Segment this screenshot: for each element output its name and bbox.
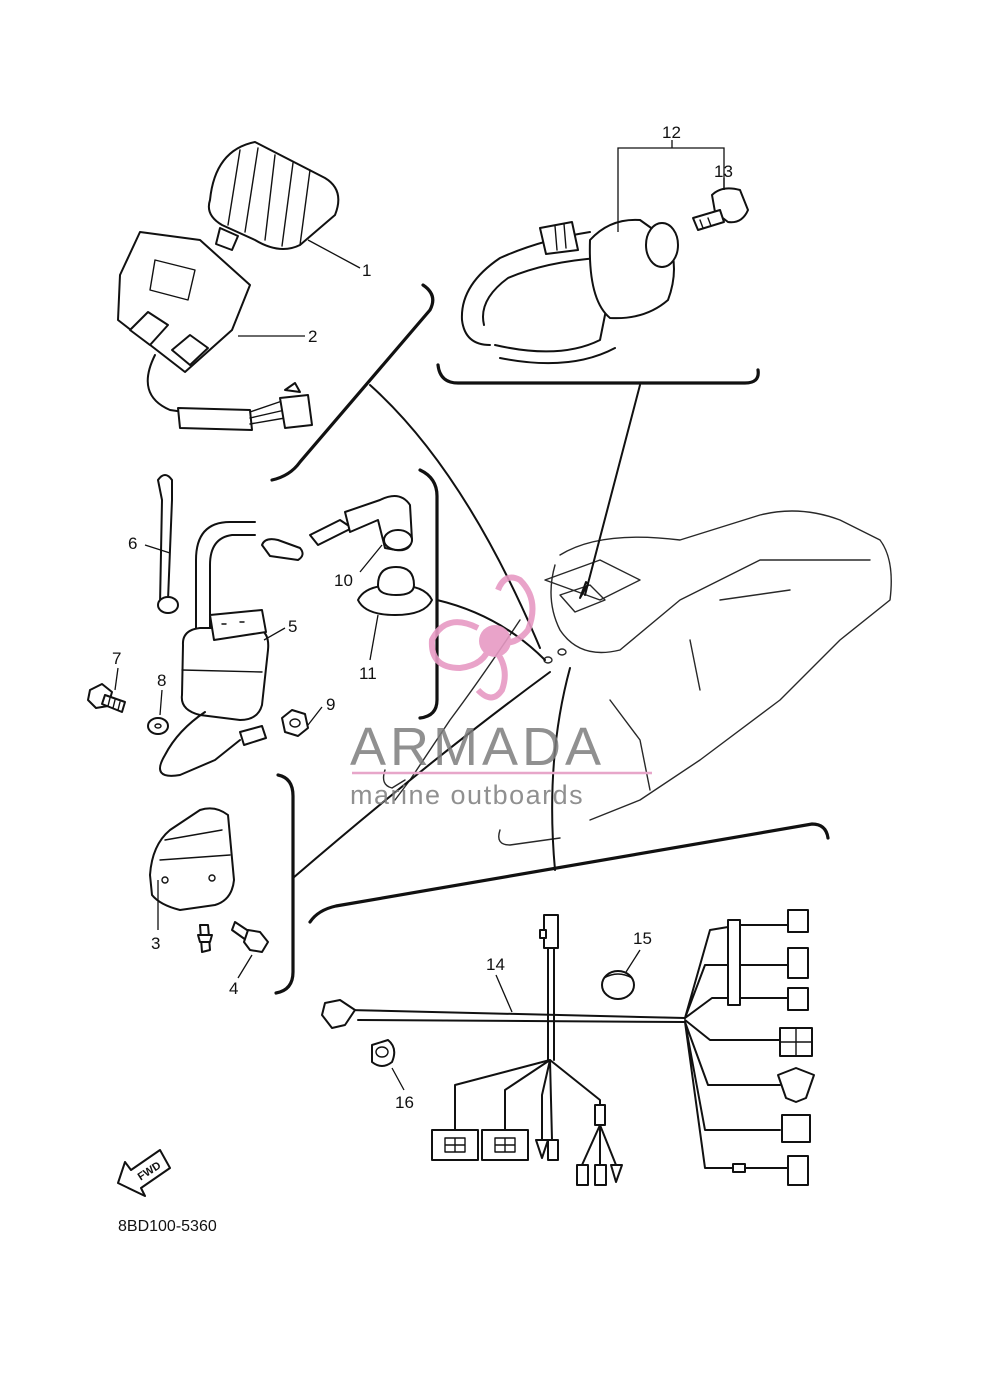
label-part-15: 15 (633, 929, 652, 948)
part-5-ignition-coil (159, 521, 304, 777)
watermark-tagline: marine outboards (350, 780, 584, 810)
label-part-10: 10 (334, 571, 353, 590)
drawing-code: 8BD100-5360 (118, 1218, 217, 1235)
part-number-labels: 1 2 12 13 6 10 5 7 11 8 9 15 3 14 4 16 (112, 123, 733, 1112)
label-part-1: 1 (362, 261, 371, 280)
part-1-cap (207, 141, 340, 251)
part-16-clamp (371, 1039, 396, 1067)
part-10-plug-cap (309, 495, 413, 552)
label-part-16: 16 (395, 1093, 414, 1112)
leader-lines (114, 140, 725, 1091)
label-part-14: 14 (486, 955, 505, 974)
part-6-strap (157, 474, 179, 614)
part-4-bolt (231, 921, 269, 953)
fwd-arrow: FWD (117, 1149, 171, 1197)
part-11-grommet (357, 566, 433, 616)
part-12-main-switch (460, 187, 749, 365)
connector-lines (292, 384, 641, 879)
part-9-nut (281, 709, 309, 737)
part-15-grommet (601, 970, 635, 1000)
part-14-wire-harness (321, 909, 815, 1186)
label-part-13: 13 (714, 162, 733, 181)
part-7-bolt (87, 683, 126, 713)
label-part-9: 9 (326, 695, 335, 714)
hull-outline (382, 510, 892, 846)
label-part-7: 7 (112, 649, 121, 668)
part-8-washer (147, 717, 169, 735)
part-3-cdi-unit (149, 807, 235, 953)
label-part-11: 11 (359, 664, 377, 683)
label-part-8: 8 (157, 671, 166, 690)
label-part-6: 6 (128, 534, 137, 553)
watermark: ARMADA marine outboards (350, 574, 652, 810)
label-part-3: 3 (151, 934, 160, 953)
label-part-12: 12 (662, 123, 681, 142)
label-part-4: 4 (229, 979, 238, 998)
label-part-2: 2 (308, 327, 317, 346)
watermark-brand: ARMADA (350, 717, 605, 777)
watermark-logo (428, 574, 536, 701)
label-part-5: 5 (288, 617, 297, 636)
group-brackets (270, 283, 830, 995)
part-2-switch-box (117, 231, 313, 431)
